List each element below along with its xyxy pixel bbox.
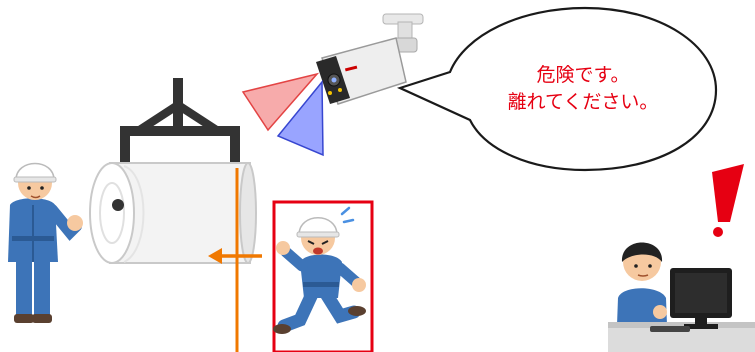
speech-bubble-text: 危険です。 離れてください。: [488, 62, 678, 116]
exclamation-icon: [712, 164, 744, 237]
warning-message-line1: 危険です。: [488, 62, 678, 89]
worker-running: [273, 208, 366, 334]
worker-left: [8, 164, 83, 324]
warning-message-line2: 離れてください。: [488, 89, 678, 116]
operator-at-desk: [608, 243, 755, 352]
paper-roll: [90, 163, 256, 263]
